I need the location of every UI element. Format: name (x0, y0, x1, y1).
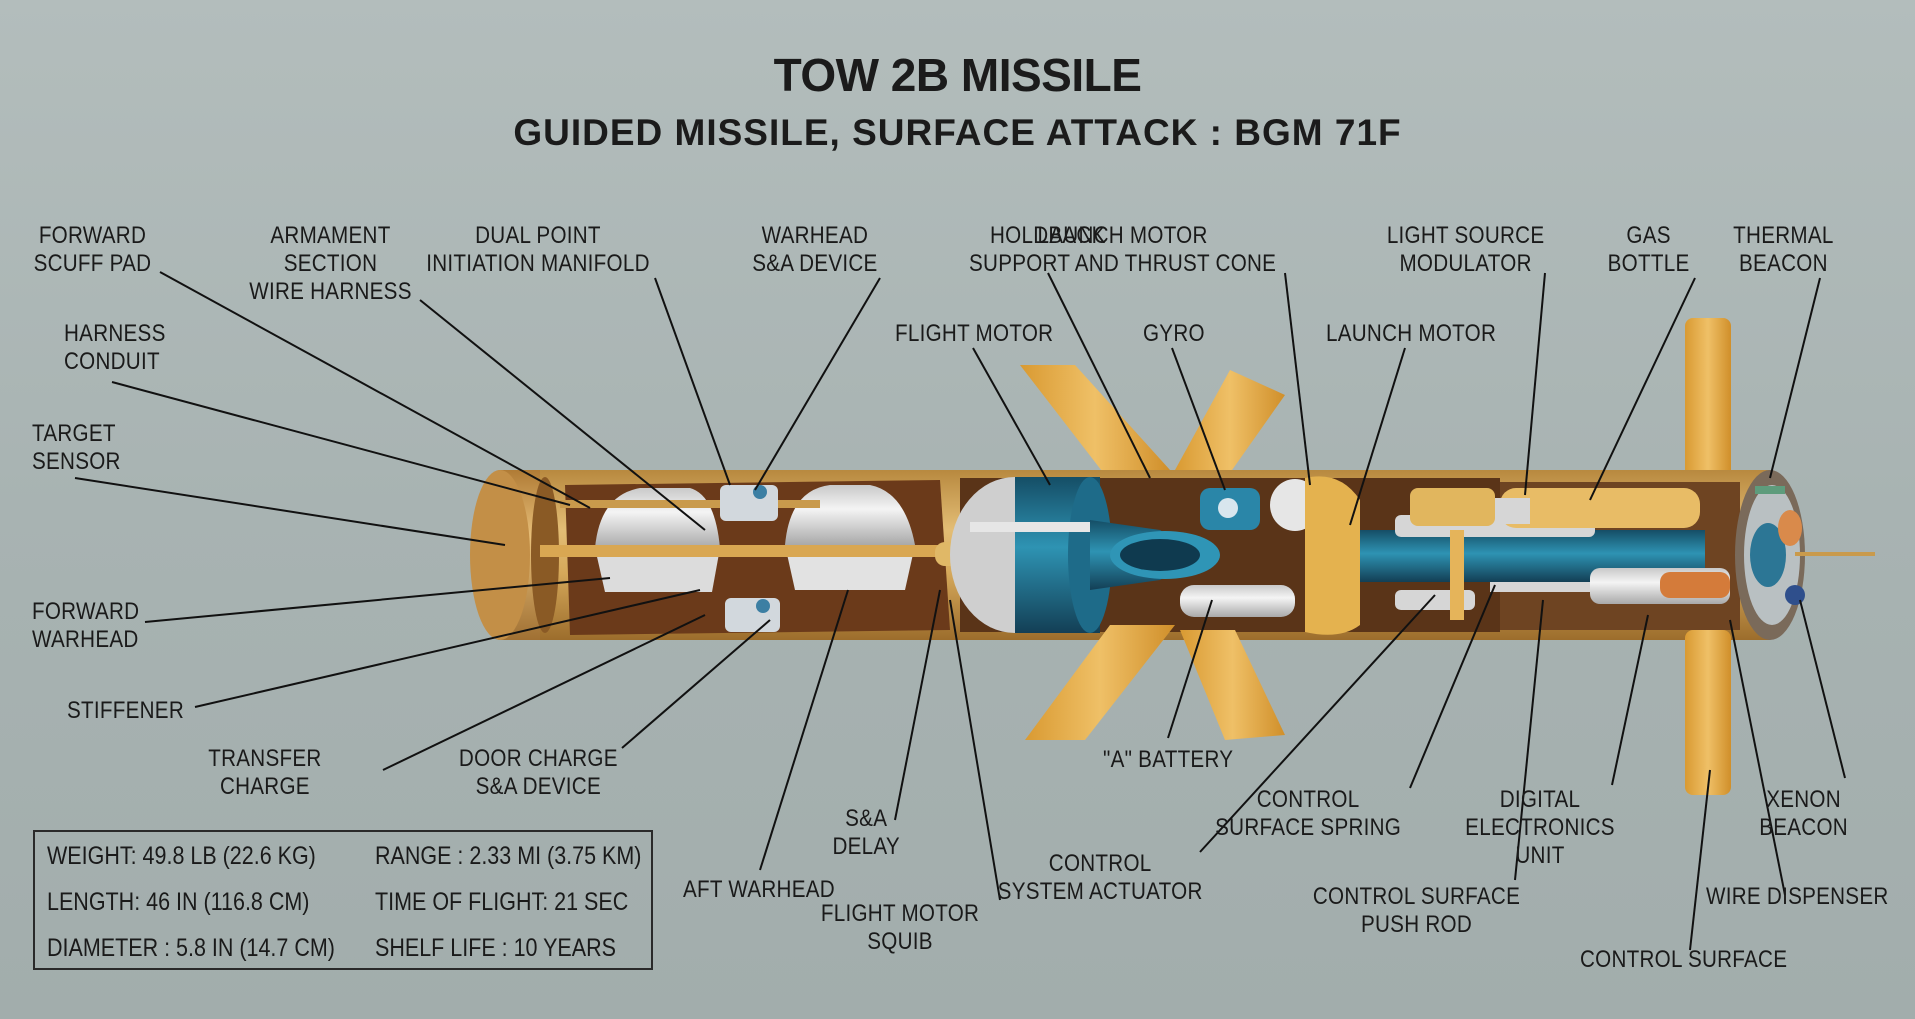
label-wire-dispenser: WIRE DISPENSER (1706, 883, 1889, 910)
label-gyro: GYRO (1143, 320, 1205, 347)
page-subtitle: GUIDED MISSILE, SURFACE ATTACK : BGM 71F (513, 112, 1402, 153)
spec-diameter: DIAMETER : 5.8 IN (14.7 CM) (47, 934, 335, 962)
missile-body (470, 470, 1875, 640)
wing-fins-front (1025, 625, 1731, 795)
wing-fins-rear (1020, 318, 1731, 480)
label-holdback: HOLDBACK (990, 222, 1106, 249)
label-stiffener: STIFFENER (67, 697, 185, 724)
specifications-box: WEIGHT: 49.8 LB (22.6 KG) RANGE : 2.33 M… (33, 830, 653, 970)
label-aft-warhead: AFT WARHEAD (683, 876, 835, 903)
label-a-battery: "A" BATTERY (1103, 746, 1234, 773)
spec-shelf-life: SHELF LIFE : 10 YEARS (375, 934, 616, 962)
spec-length: LENGTH: 46 IN (116.8 CM) (47, 888, 310, 916)
page-title: TOW 2B MISSILE (773, 49, 1142, 101)
label-control-surface: CONTROL SURFACE (1580, 946, 1788, 973)
label-flight-motor: FLIGHT MOTOR (895, 320, 1054, 347)
label-launch-motor: LAUNCH MOTOR (1326, 320, 1497, 347)
spec-time-of-flight: TIME OF FLIGHT: 21 SEC (375, 888, 629, 916)
spec-range: RANGE : 2.33 MI (3.75 KM) (375, 842, 642, 870)
spec-weight: WEIGHT: 49.8 LB (22.6 KG) (47, 842, 316, 870)
leader-lines (74, 271, 1846, 951)
